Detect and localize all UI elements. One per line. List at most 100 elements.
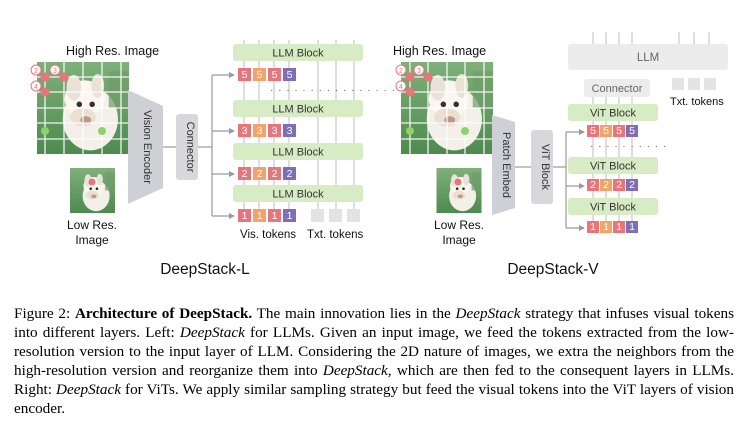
visual-token — [283, 167, 296, 180]
svg-text:4: 4 — [34, 84, 38, 91]
svg-text:4: 4 — [399, 84, 403, 91]
visual-token-label: 5 — [629, 125, 635, 137]
right-low-res-image — [436, 168, 482, 213]
visual-token-label: 3 — [272, 125, 278, 137]
visual-token-label: 2 — [629, 179, 635, 191]
right-grid-markers: 2 3 4 — [395, 64, 469, 135]
right-txt-tokens — [672, 78, 716, 90]
patch-embed-label: Patch Embed — [500, 132, 512, 198]
visual-token — [600, 125, 612, 137]
right-txt-tokens-label: Txt. tokens — [670, 96, 724, 108]
visual-token-label: 5 — [257, 69, 263, 81]
visual-token — [238, 167, 251, 180]
left-high-res-image: 2 3 4 — [26, 62, 140, 154]
left-txt-tokens-label: Txt. tokens — [307, 229, 363, 241]
left-txt-tokens — [311, 209, 360, 222]
visual-token — [587, 179, 599, 191]
left-grid-markers: 2 3 4 — [30, 64, 106, 135]
vision-encoder-block — [128, 90, 163, 204]
svg-text:2: 2 — [399, 68, 403, 75]
visual-token-label: 5 — [272, 69, 278, 81]
visual-token-label: 2 — [242, 168, 248, 180]
visual-token-label: 3 — [242, 125, 248, 137]
left-ellipsis: · · · · · · · · · · · · · · · · — [270, 85, 396, 96]
visual-token-label: 1 — [257, 210, 263, 222]
visual-token-label: 1 — [616, 221, 622, 233]
visual-token-label: 2 — [257, 168, 263, 180]
patch-embed-block — [492, 115, 515, 215]
llm-block-label: LLM Block — [272, 104, 324, 116]
figure-caption: Figure 2: Architecture of DeepStack. The… — [14, 305, 735, 417]
svg-text:2: 2 — [34, 68, 38, 75]
visual-token — [626, 179, 638, 191]
visual-token — [268, 124, 281, 137]
left-low-res-image — [70, 168, 115, 213]
visual-token — [268, 167, 281, 180]
llm-block-right: LLM — [568, 32, 728, 70]
right-vit-blocks: ViT Block ViT Block ViT Block — [568, 104, 658, 215]
visual-token-label: 2 — [590, 179, 596, 191]
visual-token — [253, 209, 266, 222]
right-panel-title: DeepStack-V — [507, 261, 599, 278]
caption-bold: Architecture of DeepStack. — [74, 305, 253, 322]
visual-token-label: 1 — [603, 221, 609, 233]
visual-token-label: 2 — [272, 168, 278, 180]
left-high-res-label: High Res. Image — [66, 44, 159, 58]
visual-token-label: 1 — [242, 210, 248, 222]
visual-token-label: 1 — [272, 210, 278, 222]
vit-block-vertical — [531, 130, 553, 204]
right-low-res-label-1: Low Res. — [434, 218, 484, 232]
llm-block-label: LLM Block — [272, 189, 324, 201]
visual-token-label: 3 — [287, 125, 293, 137]
visual-token-label: 1 — [590, 221, 596, 233]
visual-token-label: 5 — [242, 69, 248, 81]
visual-token-label: 2 — [287, 168, 293, 180]
visual-token — [613, 221, 625, 233]
llm-block-label: LLM Block — [272, 147, 324, 159]
visual-token-label: 5 — [603, 125, 609, 137]
visual-token-label: 5 — [590, 125, 596, 137]
visual-token — [600, 221, 612, 233]
visual-token — [238, 68, 251, 81]
visual-token-label: 1 — [629, 221, 635, 233]
visual-token — [587, 125, 599, 137]
visual-token — [268, 68, 281, 81]
visual-token — [587, 221, 599, 233]
right-connector-label: Connector — [592, 83, 643, 95]
left-low-res-label-1: Low Res. — [67, 218, 117, 232]
visual-token — [253, 167, 266, 180]
right-high-res-image: 2 3 4 — [392, 62, 502, 154]
visual-token-label: 5 — [616, 125, 622, 137]
visual-token-label: 5 — [287, 69, 293, 81]
left-low-res-label-2: Image — [75, 233, 109, 247]
visual-token — [283, 124, 296, 137]
left-panel-title: DeepStack-L — [160, 261, 250, 278]
vis-tokens-label: Vis. tokens — [240, 229, 296, 241]
visual-token — [600, 179, 612, 191]
left-llm-blocks: LLM Block LLM Block LLM Block LLM Block — [233, 44, 363, 202]
visual-token — [613, 179, 625, 191]
vit-block-vertical-label: ViT Block — [539, 144, 551, 191]
visual-token-label: 2 — [603, 179, 609, 191]
visual-token-label: 2 — [616, 179, 622, 191]
right-high-res-label: High Res. Image — [393, 44, 486, 58]
visual-token — [626, 221, 638, 233]
left-connector-label: Connector — [184, 122, 196, 173]
vit-block-label: ViT Block — [590, 161, 637, 173]
visual-token-label: 1 — [287, 210, 293, 222]
visual-token — [238, 209, 251, 222]
visual-token — [283, 68, 296, 81]
right-connector-block — [584, 79, 650, 97]
visual-token — [253, 68, 266, 81]
llm-block-label: LLM Block — [272, 48, 324, 60]
right-ellipsis: · · · · · · · · · · — [590, 141, 667, 152]
svg-text:3: 3 — [53, 68, 57, 75]
visual-token — [613, 125, 625, 137]
visual-token — [283, 209, 296, 222]
visual-token — [238, 124, 251, 137]
visual-token — [268, 209, 281, 222]
svg-text:LLM: LLM — [637, 52, 659, 64]
